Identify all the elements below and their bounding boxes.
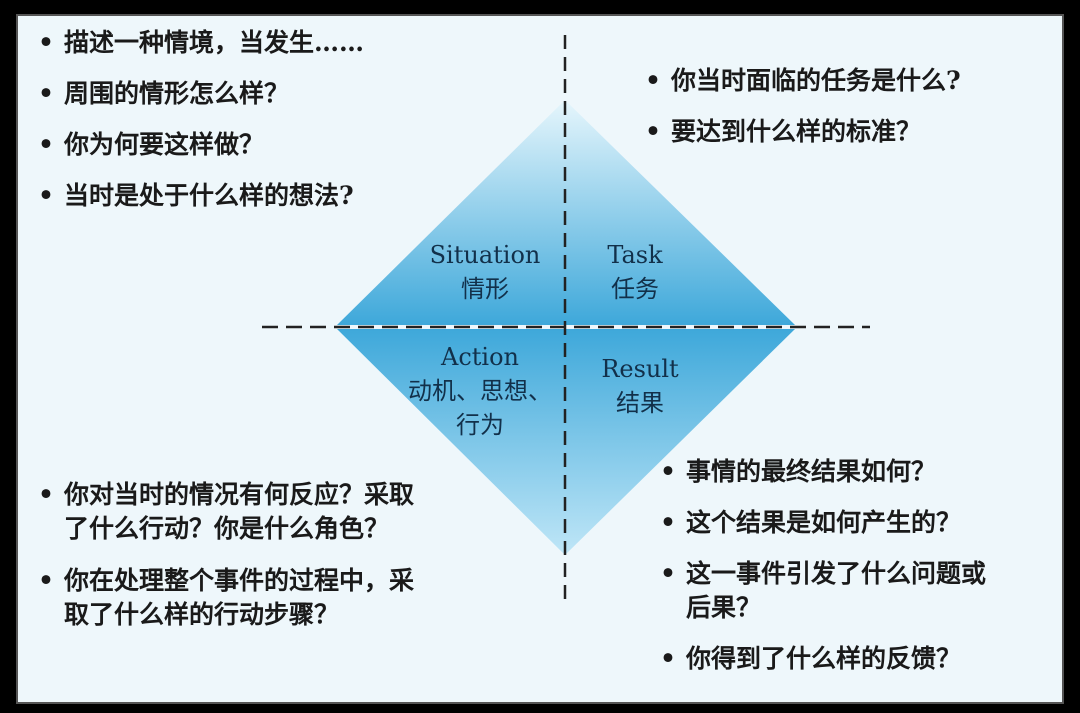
task-en: Task: [607, 241, 663, 269]
situation-en: Situation: [429, 241, 541, 269]
result-en: Result: [601, 355, 679, 383]
action-zh: 动机、思想、: [408, 377, 552, 405]
task-questions: 你当时面临的任务是什么? 要达到什么样的标准？: [645, 64, 1045, 149]
action-label: Action 动机、思想、 行为: [395, 340, 565, 442]
task-zh: 任务: [611, 275, 659, 303]
list-item: 事情的最终结果如何？: [660, 455, 1010, 489]
list-item: 要达到什么样的标准？: [645, 115, 1045, 149]
list-item: 描述一种情境，当发生……: [38, 26, 458, 60]
list-item: 你得到了什么样的反馈？: [660, 642, 1010, 676]
action-en: Action: [441, 343, 519, 371]
list-item: 当时是处于什么样的想法?: [38, 179, 458, 213]
situation-zh: 情形: [461, 275, 509, 303]
situation-questions: 描述一种情境，当发生…… 周围的情形怎么样？ 你为何要这样做？ 当时是处于什么样…: [38, 26, 458, 213]
list-item: 这个结果是如何产生的？: [660, 506, 1010, 540]
situation-label: Situation 情形: [420, 238, 550, 306]
list-item: 周围的情形怎么样？: [38, 77, 458, 111]
list-item: 这一事件引发了什么问题或后果？: [660, 557, 1010, 625]
list-item: 你当时面临的任务是什么?: [645, 64, 1045, 98]
result-zh: 结果: [616, 389, 664, 417]
task-label: Task 任务: [585, 238, 685, 306]
list-item: 你在处理整个事件的过程中，采取了什么样的行动步骤？: [38, 564, 428, 632]
action-zh2: 行为: [456, 411, 504, 439]
result-label: Result 结果: [585, 352, 695, 420]
action-questions: 你对当时的情况有何反应？采取了什么行动？你是什么角色？ 你在处理整个事件的过程中…: [38, 478, 428, 632]
list-item: 你为何要这样做？: [38, 128, 458, 162]
result-questions: 事情的最终结果如何？ 这个结果是如何产生的？ 这一事件引发了什么问题或后果？ 你…: [660, 455, 1010, 676]
list-item: 你对当时的情况有何反应？采取了什么行动？你是什么角色？: [38, 478, 428, 546]
